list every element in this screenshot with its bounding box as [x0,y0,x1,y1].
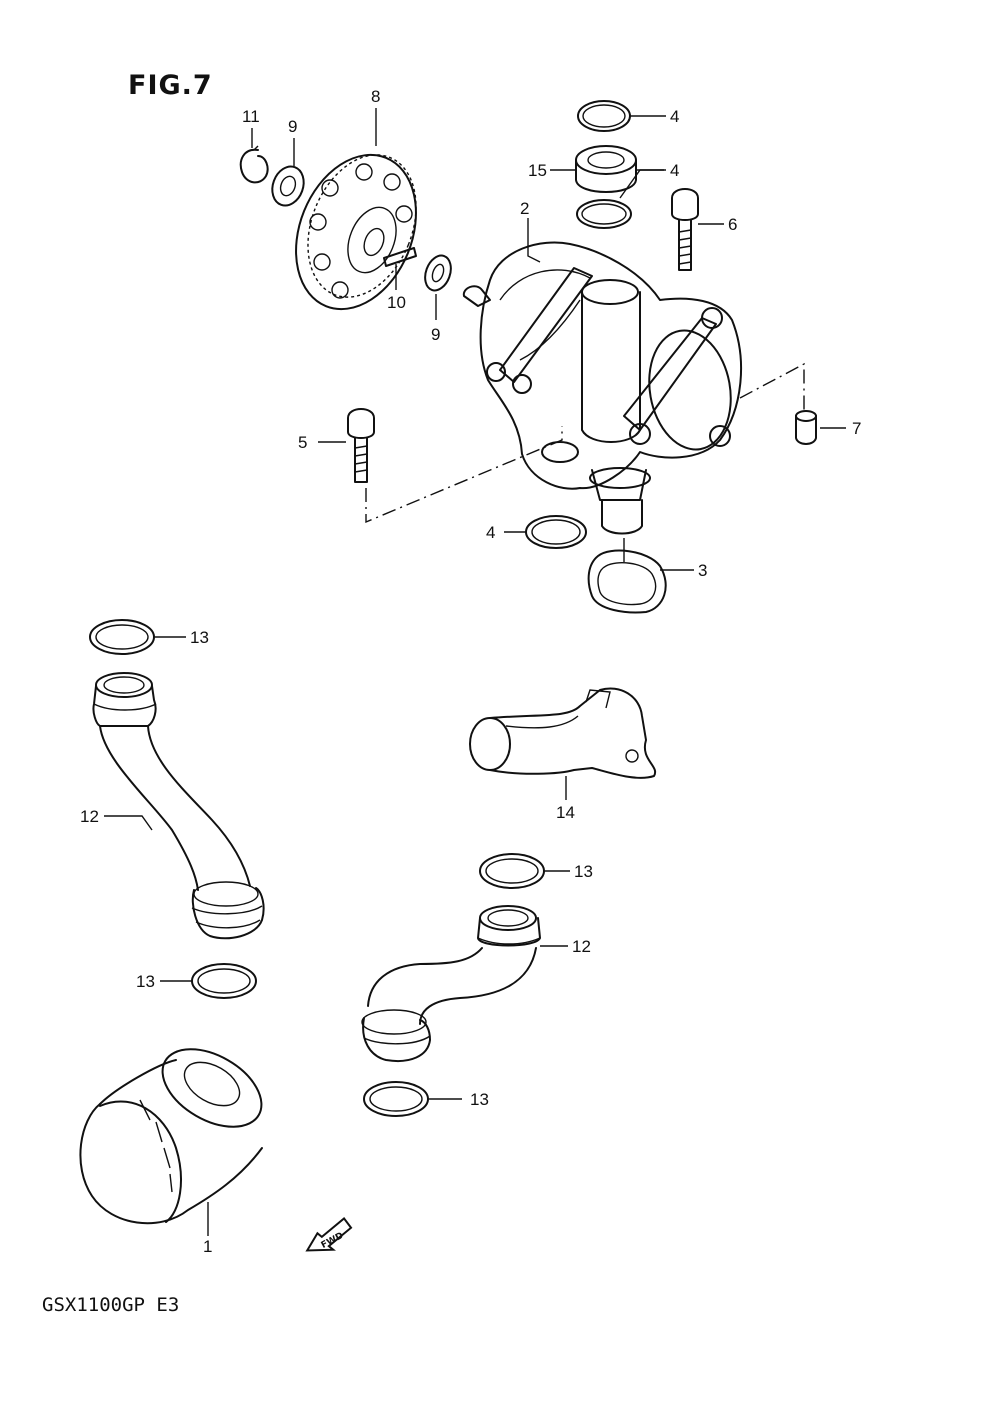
bolt-part-6 [671,188,699,271]
callout-2: 2 [520,199,529,218]
washer-part-9-left [271,165,305,207]
callout-12-right: 12 [572,937,591,956]
callout-9-left: 9 [288,117,297,136]
pump-gear-part-8 [295,153,417,311]
callout-13-b: 13 [136,972,155,991]
callout-8: 8 [371,87,380,106]
callout-12-left: 12 [80,807,99,826]
callout-14: 14 [556,803,575,822]
callout-13-d: 13 [470,1090,489,1109]
callout-3: 3 [698,561,707,580]
o-ring-part-4-lower [525,515,587,549]
o-ring-part-13-a [89,619,155,655]
alignment-line-bolt-5 [365,426,563,524]
callout-9-center: 9 [431,325,440,344]
model-code: GSX1100GP E3 [42,1294,180,1316]
o-ring-part-4-top [577,100,631,132]
circlip-part-11 [239,145,269,184]
callout-13-a: 13 [190,628,209,647]
callout-4-lower: 4 [486,523,495,542]
oil-pipe-part-12-right [361,905,541,1062]
leader-lines [104,108,846,1236]
oil-pump-body-part-2 [462,241,742,535]
callout-4-middle: 4 [670,161,679,180]
fwd-arrow-icon: FWD [305,1216,353,1252]
o-ring-part-4-middle [576,199,632,229]
callout-15: 15 [528,161,547,180]
callout-11: 11 [242,107,260,126]
washer-part-9-center [424,254,452,292]
callout-5: 5 [298,433,307,452]
figure-title: FIG.7 [128,70,213,101]
oil-pipe-part-12-left [92,672,265,940]
o-ring-part-13-c [479,853,545,889]
o-ring-part-13-d [363,1081,429,1117]
oil-seal-part-15 [575,145,637,193]
alignment-line-dowel-7 [739,362,805,412]
gasket-part-3 [587,549,667,614]
o-ring-part-13-b [191,963,257,999]
callout-4-top: 4 [670,107,679,126]
oil-bracket-part-14 [469,687,657,779]
callout-13-c: 13 [574,862,593,881]
callout-labels: 4 4 15 6 2 8 11 9 10 9 5 7 4 3 13 12 14 … [80,87,861,1256]
callout-10: 10 [387,293,406,312]
callout-7: 7 [852,419,861,438]
callout-1: 1 [203,1237,212,1256]
callout-6: 6 [728,215,737,234]
oil-filter-part-1 [79,1048,263,1225]
dowel-part-7 [795,410,817,445]
bolt-part-5 [347,408,375,483]
pin-part-10 [383,247,417,267]
